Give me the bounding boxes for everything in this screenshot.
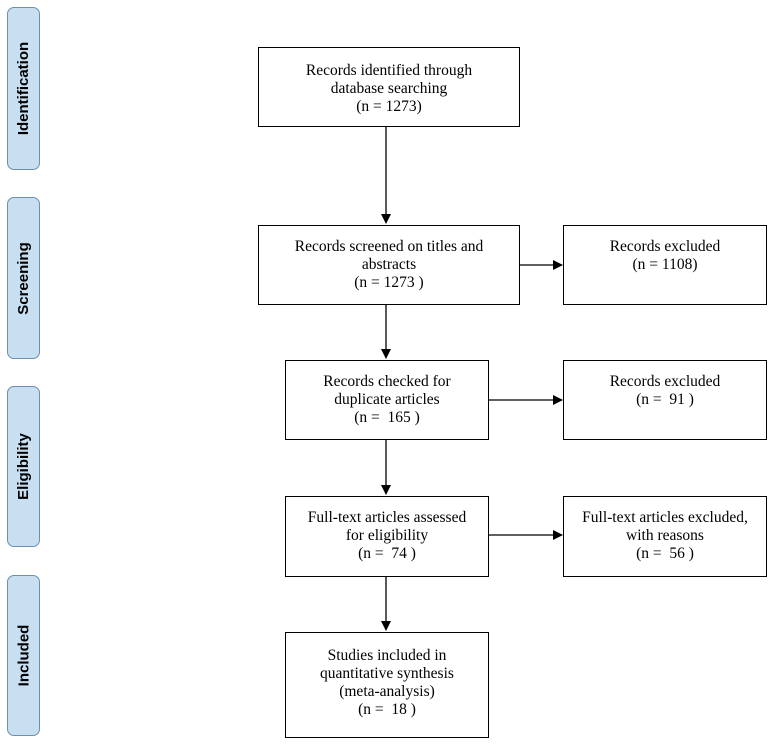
box-studies-included-line2: quantitative synthesis [320, 665, 454, 682]
box-records-excluded-screening: Records excluded (n = 1108) [563, 225, 767, 305]
box-fulltext-assessed-line2: for eligibility [345, 527, 429, 544]
box-records-identified-line2: database searching [330, 80, 448, 97]
phase-identification: Identification [7, 7, 40, 170]
box-records-screened: Records screened on titles and abstracts… [258, 225, 520, 305]
box-fulltext-excluded-count: (n = 56 ) [636, 545, 694, 562]
phase-eligibility: Eligibility [7, 386, 40, 547]
phase-screening: Screening [7, 197, 40, 359]
box-records-identified-count: (n = 1273) [356, 98, 422, 115]
box-fulltext-excluded-line2: with reasons [626, 527, 704, 544]
box-fulltext-assessed-count: (n = 74 ) [358, 545, 416, 562]
box-studies-included-line3: (meta-analysis) [339, 683, 435, 700]
box-records-screened-line1: Records screened on titles and [294, 238, 484, 255]
box-studies-included-count: (n = 18 ) [358, 701, 416, 718]
box-studies-included-line1: Studies included in [327, 647, 447, 664]
box-duplicates-checked-line1: Records checked for [323, 373, 451, 390]
box-duplicates-checked: Records checked for duplicate articles (… [285, 360, 489, 440]
box-fulltext-assessed: Full-text articles assessed for eligibil… [285, 496, 489, 577]
box-records-screened-count: (n = 1273 ) [354, 274, 424, 291]
box-records-identified: Records identified through database sear… [258, 47, 520, 127]
box-duplicates-checked-count: (n = 165 ) [354, 409, 420, 426]
box-records-excluded-screening-line1: Records excluded [609, 238, 721, 255]
box-studies-included: Studies included in quantitative synthes… [285, 632, 489, 738]
box-fulltext-assessed-line1: Full-text articles assessed [307, 509, 467, 526]
box-records-excluded-duplicates: Records excluded (n = 91 ) [563, 360, 767, 440]
box-duplicates-checked-line2: duplicate articles [334, 391, 440, 408]
box-records-identified-line1: Records identified through [305, 62, 473, 79]
box-records-excluded-duplicates-line1: Records excluded [609, 373, 721, 390]
box-fulltext-excluded-line1: Full-text articles excluded, [582, 509, 748, 526]
box-records-excluded-duplicates-count: (n = 91 ) [636, 391, 694, 408]
box-records-screened-line2: abstracts [361, 256, 417, 273]
box-fulltext-excluded: Full-text articles excluded, with reason… [563, 496, 767, 577]
phase-included: Included [7, 575, 40, 736]
box-records-excluded-screening-count: (n = 1108) [632, 256, 698, 273]
